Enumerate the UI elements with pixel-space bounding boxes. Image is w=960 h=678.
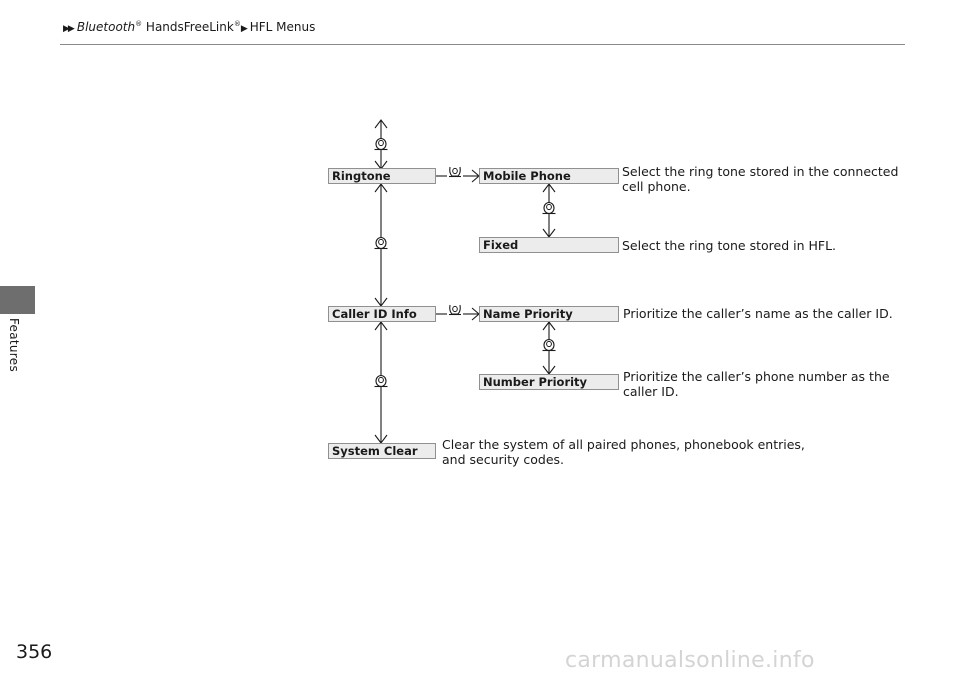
- desc-line: Clear the system of all paired phones, p…: [442, 437, 805, 452]
- breadcrumb-bluetooth: Bluetooth: [76, 20, 136, 34]
- breadcrumb-section: HFL Menus: [249, 20, 316, 34]
- desc-fixed: Select the ring tone stored in HFL.: [622, 238, 837, 253]
- desc-line: Select the ring tone stored in the conne…: [622, 164, 899, 179]
- rotate-knob-icon: [541, 338, 557, 352]
- option-mobile-phone[interactable]: Mobile Phone: [479, 168, 619, 184]
- desc-line: Prioritize the caller’s phone number as …: [623, 369, 890, 384]
- menu-item-caller-id-info[interactable]: Caller ID Info: [328, 306, 436, 322]
- desc-line: and security codes.: [442, 452, 565, 467]
- desc-system-clear: Clear the system of all paired phones, p…: [442, 437, 805, 467]
- breadcrumb-separator-icon: ▶: [240, 24, 248, 34]
- breadcrumb-arrow-icon: ▶▶: [63, 24, 75, 34]
- menu-item-ringtone[interactable]: Ringtone: [328, 168, 436, 184]
- option-fixed[interactable]: Fixed: [479, 237, 619, 253]
- rotate-knob-icon: [373, 236, 389, 250]
- desc-line: cell phone.: [622, 179, 691, 194]
- desc-number-priority: Prioritize the caller’s phone number as …: [623, 369, 890, 399]
- watermark: carmanualsonline.info: [565, 648, 815, 673]
- desc-name-priority: Prioritize the caller’s name as the call…: [623, 306, 893, 321]
- option-name-priority[interactable]: Name Priority: [479, 306, 619, 322]
- rotate-knob-icon: [373, 137, 389, 151]
- header-rule: [60, 44, 905, 45]
- rotate-knob-icon: [541, 201, 557, 215]
- desc-mobile-phone: Select the ring tone stored in the conne…: [622, 164, 898, 194]
- press-knob-icon: [448, 166, 462, 178]
- section-tab-marker: [0, 286, 35, 314]
- breadcrumb: ▶▶Bluetooth® HandsFreeLink®▶HFL Menus: [63, 20, 315, 34]
- option-number-priority[interactable]: Number Priority: [479, 374, 619, 390]
- menu-item-system-clear[interactable]: System Clear: [328, 443, 436, 459]
- breadcrumb-handsfreelink: HandsFreeLink: [142, 20, 234, 34]
- page-number: 356: [16, 641, 53, 663]
- section-tab-label: Features: [7, 318, 21, 372]
- breadcrumb-reg-mark-2: ®: [233, 20, 241, 28]
- rotate-knob-icon: [373, 374, 389, 388]
- desc-line: caller ID.: [623, 384, 679, 399]
- press-knob-icon: [448, 304, 462, 316]
- breadcrumb-reg-mark: ®: [135, 20, 143, 28]
